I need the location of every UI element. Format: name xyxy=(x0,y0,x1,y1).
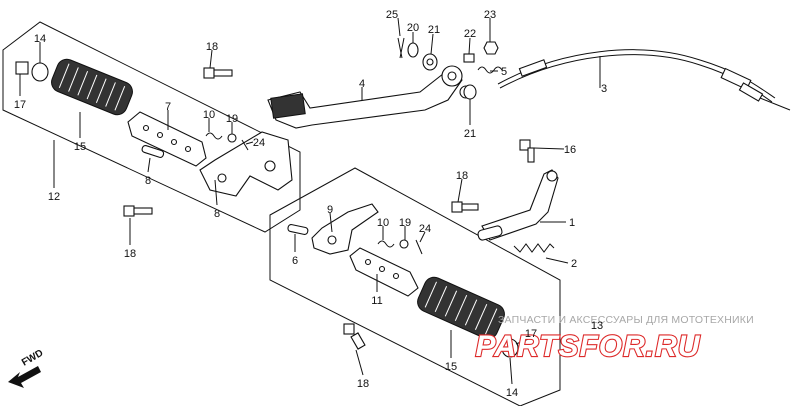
callout-7: 7 xyxy=(165,101,171,113)
callout-10: 10 xyxy=(377,217,389,229)
left-washer-19 xyxy=(227,133,237,143)
callout-10: 10 xyxy=(203,109,215,121)
right-assembly-boundary xyxy=(269,167,561,406)
callout-18: 18 xyxy=(206,41,218,53)
callout-20: 20 xyxy=(407,22,419,34)
cotter-pin-25 xyxy=(397,37,405,59)
left-pin-17 xyxy=(15,61,29,75)
callout-11: 11 xyxy=(371,295,382,307)
left-pin-8 xyxy=(141,144,165,158)
watermark-subtitle: ЗАПЧАСТИ И АКСЕССУАРЫ ДЛЯ МОТОТЕХНИКИ xyxy=(498,314,754,326)
callout-16: 16 xyxy=(564,144,576,156)
bolt-16 xyxy=(519,139,535,163)
callout-19: 19 xyxy=(226,113,238,125)
left-bracket-hole xyxy=(264,160,276,172)
callout-25: 25 xyxy=(386,9,398,21)
right-washer-19 xyxy=(399,239,409,249)
callout-18: 18 xyxy=(124,248,136,260)
fwd-arrow-icon xyxy=(8,366,41,388)
right-washer-14 xyxy=(501,338,519,358)
left-footpeg-ribs xyxy=(58,63,126,111)
callout-3: 3 xyxy=(601,83,607,95)
callout-13: 13 xyxy=(591,320,603,332)
callout-15: 15 xyxy=(445,361,457,373)
bolt-18-upper-left xyxy=(203,67,233,79)
callout-6: 6 xyxy=(292,255,298,267)
spring-21-top-hole xyxy=(426,58,434,66)
right-bracket xyxy=(311,203,379,255)
callout-15: 15 xyxy=(74,141,86,153)
right-cotter-24 xyxy=(415,239,423,255)
right-footpeg-bar xyxy=(349,247,419,297)
left-spring-10 xyxy=(205,132,223,140)
shift-cable xyxy=(497,49,776,99)
callout-21: 21 xyxy=(428,24,440,36)
shift-lever xyxy=(481,169,559,241)
callout-8: 8 xyxy=(145,175,151,187)
callout-17: 17 xyxy=(14,99,26,111)
callout-1: 1 xyxy=(569,217,575,229)
watermark-brand: PARTSFOR.RU xyxy=(476,330,701,363)
callout-24: 24 xyxy=(419,223,431,235)
callout-14: 14 xyxy=(34,33,46,45)
shift-spring-2 xyxy=(513,243,555,253)
callout-4: 4 xyxy=(359,78,365,90)
callout-21: 21 xyxy=(464,128,476,140)
callout-17: 17 xyxy=(525,328,537,340)
callout-18: 18 xyxy=(357,378,369,390)
fwd-label: FWD xyxy=(20,348,45,369)
washer-20 xyxy=(407,42,419,58)
left-bracket xyxy=(199,131,293,197)
left-cotter-24 xyxy=(241,139,249,151)
bolt-22 xyxy=(463,53,475,63)
fwd-marker: FWD xyxy=(8,348,45,388)
callout-18: 18 xyxy=(456,170,468,182)
nut-23 xyxy=(483,41,499,55)
callout-2: 2 xyxy=(571,258,577,270)
right-footpeg-ribs xyxy=(424,281,498,335)
callout-12: 12 xyxy=(48,191,60,203)
callout-5: 5 xyxy=(501,66,507,78)
callout-19: 19 xyxy=(399,217,411,229)
right-pin-6 xyxy=(287,223,309,235)
right-spring-10 xyxy=(377,240,395,248)
callout-22: 22 xyxy=(464,28,476,40)
callout-8: 8 xyxy=(214,208,220,220)
leader-lines xyxy=(19,17,601,385)
spring-21-bottom xyxy=(463,84,477,100)
pedal-pivot-hole xyxy=(447,71,457,81)
callout-9: 9 xyxy=(327,204,333,216)
callout-14: 14 xyxy=(506,387,518,399)
brake-pedal-pad xyxy=(270,93,306,119)
left-bracket-hole-2 xyxy=(217,173,227,183)
right-footpeg-bar-holes xyxy=(364,258,400,280)
cable-end-left xyxy=(518,59,548,77)
spring-5 xyxy=(477,66,503,74)
cable-tip xyxy=(759,97,791,111)
callout-23: 23 xyxy=(484,9,496,21)
bolt-18-right-lower xyxy=(343,323,366,350)
bolt-18-lower-left xyxy=(123,205,153,217)
left-footpeg-bar-holes xyxy=(142,124,192,153)
callout-24: 24 xyxy=(253,137,265,149)
left-assembly-boundary xyxy=(2,21,301,233)
cable-adjuster xyxy=(738,82,764,102)
right-bracket-hole xyxy=(327,235,337,245)
brake-pedal-arm xyxy=(267,69,463,129)
shift-lever-pivot xyxy=(546,170,558,182)
shift-lever-tip xyxy=(477,225,503,241)
left-footpeg-bar xyxy=(127,111,207,167)
bolt-18-right-upper xyxy=(451,201,479,213)
left-washer-14 xyxy=(31,62,49,82)
